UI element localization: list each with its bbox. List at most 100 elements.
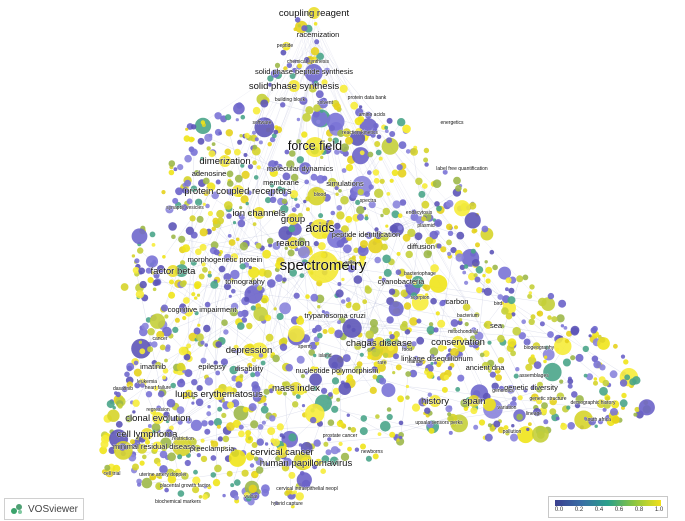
term-label[interactable]: regression (146, 407, 170, 413)
term-label[interactable]: dimerization (199, 156, 251, 168)
term-label[interactable]: trypanosoma cruzi (304, 311, 366, 321)
term-label[interactable]: cyanobacteria (377, 277, 426, 287)
term-label[interactable]: pollution (502, 429, 522, 435)
term-label[interactable]: prostate cancer (323, 433, 358, 439)
term-label[interactable]: leukemia (137, 379, 158, 385)
term-label[interactable]: lineage (526, 411, 543, 417)
term-label[interactable]: cell lymphoma (116, 429, 178, 441)
term-label[interactable]: solid phase peptide synthesis (255, 67, 354, 77)
term-label[interactable]: ion channels (232, 208, 286, 220)
term-label[interactable]: sea (490, 321, 504, 331)
term-label[interactable]: cells (345, 260, 356, 266)
term-label[interactable]: force field (288, 139, 343, 154)
term-label[interactable]: factor beta (150, 266, 197, 278)
term-label[interactable]: dasatinib (113, 386, 134, 392)
term-label[interactable]: disability (234, 364, 264, 374)
term-label[interactable]: demographic history (570, 400, 616, 406)
term-label[interactable]: blood (314, 192, 327, 198)
term-label[interactable]: chagas disease (346, 338, 413, 350)
term-label[interactable]: imatinib (140, 362, 166, 372)
term-label[interactable]: solid phase synthesis (249, 81, 340, 93)
term-label[interactable]: heart failure (145, 385, 172, 391)
term-label[interactable]: group (281, 214, 306, 226)
term-label[interactable]: island (318, 353, 332, 359)
term-label[interactable]: amino acids (358, 112, 386, 118)
term-label[interactable]: conservation (431, 337, 485, 349)
term-label[interactable]: cervical intraepithelial neopl (276, 486, 338, 492)
term-label[interactable]: bird (494, 301, 503, 307)
term-label[interactable]: ancient dna (465, 363, 506, 373)
term-label[interactable]: history (421, 396, 450, 408)
term-label[interactable]: spain (462, 396, 486, 408)
term-label[interactable]: bacterium (457, 313, 479, 319)
term-label[interactable]: cervical cancer (250, 447, 314, 459)
term-label[interactable]: morphogenetic protein (187, 255, 263, 265)
term-label[interactable]: nucleotide polymorphism (295, 366, 379, 376)
term-label[interactable]: scorpion (410, 295, 430, 301)
term-label[interactable]: reaction kinetics (342, 130, 379, 136)
term-label[interactable]: adenosine (191, 169, 227, 179)
term-label[interactable]: endocytosis (406, 210, 433, 216)
term-label[interactable]: vulvar (244, 494, 258, 500)
term-label[interactable]: peptide (277, 43, 294, 49)
term-label[interactable]: software (252, 120, 272, 126)
term-label[interactable]: sperm (298, 344, 312, 350)
term-label[interactable]: chemical synthesis (287, 59, 330, 65)
term-label[interactable]: lupus erythematosus (175, 389, 264, 401)
term-label[interactable]: preeclampsia (189, 444, 235, 454)
term-label[interactable]: molecular dynamics (267, 164, 334, 174)
term-label[interactable]: spectra (360, 198, 377, 204)
term-label[interactable]: genetic structure (529, 396, 567, 402)
term-label[interactable]: human papillomavirus (259, 458, 353, 470)
term-label[interactable]: membrane (263, 178, 299, 188)
term-label[interactable]: energetics (440, 120, 464, 126)
term-label[interactable]: mitochondrial (448, 329, 478, 335)
term-label[interactable]: clonal evolution (125, 413, 191, 425)
term-label[interactable]: placental growth factor (160, 483, 211, 489)
term-label[interactable]: minimal residual disease (113, 442, 196, 452)
term-label[interactable]: uterine artery doppler (139, 472, 187, 478)
term-label[interactable]: label free quantification (436, 166, 488, 172)
term-label[interactable]: biogeography (524, 345, 555, 351)
term-label[interactable]: rare (377, 360, 387, 366)
term-label[interactable]: protein coupled receptors (184, 186, 292, 198)
term-label[interactable]: racemization (296, 30, 340, 40)
term-label[interactable]: upsala sensors perks (415, 420, 463, 426)
term-label[interactable]: cell trial (103, 471, 121, 477)
term-label[interactable]: biochemical markers (155, 499, 202, 505)
term-label[interactable]: depression (225, 345, 272, 357)
term-label[interactable]: genomics (492, 388, 514, 394)
term-label[interactable]: coupling reagent (279, 8, 350, 20)
term-label[interactable]: peptide identification (332, 230, 401, 240)
term-label[interactable]: hybrid capture (271, 501, 303, 507)
term-label[interactable]: solvent (317, 100, 334, 106)
term-label[interactable]: bacteriophage (404, 271, 436, 277)
term-label[interactable]: plasmid (417, 223, 435, 229)
term-label[interactable]: reaction (276, 238, 310, 250)
term-label[interactable]: restriction (172, 436, 194, 442)
term-label[interactable]: cognitive impairment (167, 305, 238, 315)
term-label[interactable]: epilepsy (198, 362, 226, 372)
term-label[interactable]: protein data bank (347, 95, 387, 101)
term-label[interactable]: newborns (361, 449, 384, 455)
term-label[interactable]: carbon (445, 297, 469, 307)
term-label[interactable]: spectrometry (279, 257, 367, 275)
term-label[interactable]: cancer (152, 336, 168, 342)
term-label[interactable]: building block (275, 97, 306, 103)
term-node (508, 287, 515, 294)
term-label[interactable]: synaptic vesicles (166, 205, 204, 211)
term-label[interactable]: linkage disequilibrium (401, 354, 473, 364)
term-label[interactable]: food (402, 347, 412, 353)
term-label[interactable]: acids (305, 221, 335, 236)
term-label[interactable]: tomography (225, 277, 265, 287)
term-label[interactable]: assemblages (519, 373, 549, 379)
term-label[interactable]: genetic diversity (504, 383, 559, 393)
term-label[interactable]: south africa (585, 417, 611, 423)
term-label[interactable]: diffusion (407, 242, 435, 252)
term-node (120, 283, 129, 291)
term-label[interactable]: mass index (272, 383, 321, 395)
term-label[interactable]: simulations (326, 179, 364, 189)
term-label[interactable]: marine (407, 359, 423, 365)
term-label[interactable]: variation (497, 405, 517, 411)
